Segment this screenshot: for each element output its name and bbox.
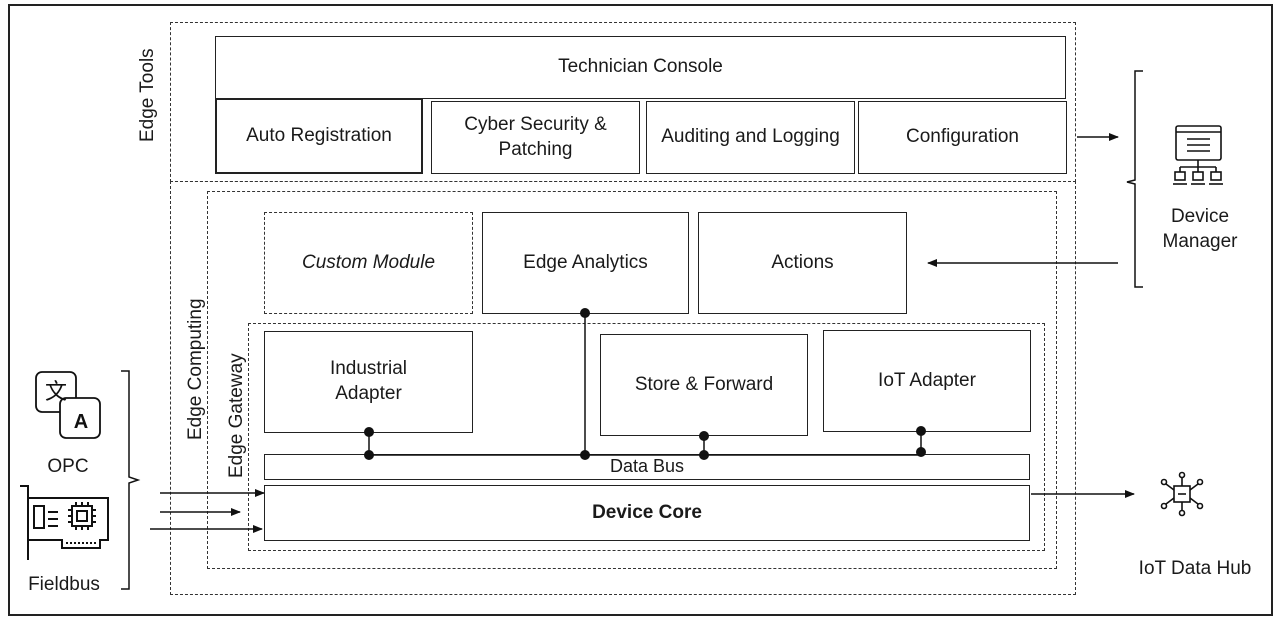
device-manager-bracket xyxy=(1126,70,1143,288)
auditing-logging-box: Auditing and Logging xyxy=(646,101,855,174)
device-manager-label: Device Manager xyxy=(1162,206,1238,252)
fieldbus-label: Fieldbus xyxy=(28,574,100,595)
edge-computing-region xyxy=(170,181,1076,595)
pci-card-icon xyxy=(20,485,109,560)
auto-registration-box: Auto Registration xyxy=(215,98,423,174)
edge-analytics-box: Edge Analytics xyxy=(482,212,689,314)
network-monitor-icon xyxy=(1173,125,1223,185)
custom-module-box: Custom Module xyxy=(264,212,473,314)
opc-label: OPC xyxy=(47,456,89,477)
iot-chip-icon xyxy=(1160,471,1204,517)
store-forward-junction-top xyxy=(699,431,709,441)
diagram-frame xyxy=(8,4,1273,616)
configuration-box: Configuration xyxy=(858,101,1067,174)
iot-data-hub-label: IoT Data Hub xyxy=(1138,558,1252,579)
cyber-security-box: Cyber Security & Patching xyxy=(431,101,640,174)
edge-gateway-region xyxy=(248,323,1045,551)
store-forward-box: Store & Forward xyxy=(600,334,808,436)
device-core-box: Device Core xyxy=(264,485,1030,541)
actions-box: Actions xyxy=(698,212,907,314)
translate-icon: 文 A xyxy=(35,371,101,439)
svg-text:A: A xyxy=(74,411,88,433)
svg-text:文: 文 xyxy=(45,380,67,405)
industrial-adapter-junction-top xyxy=(364,427,374,437)
edge-computing-inner-region xyxy=(207,191,1057,569)
analytics-junction xyxy=(580,308,590,318)
iot-adapter-box: IoT Adapter xyxy=(823,330,1031,432)
technician-console-box: Technician Console xyxy=(215,36,1066,99)
field-devices-bracket xyxy=(121,370,141,590)
iot-adapter-junction-top xyxy=(916,426,926,436)
